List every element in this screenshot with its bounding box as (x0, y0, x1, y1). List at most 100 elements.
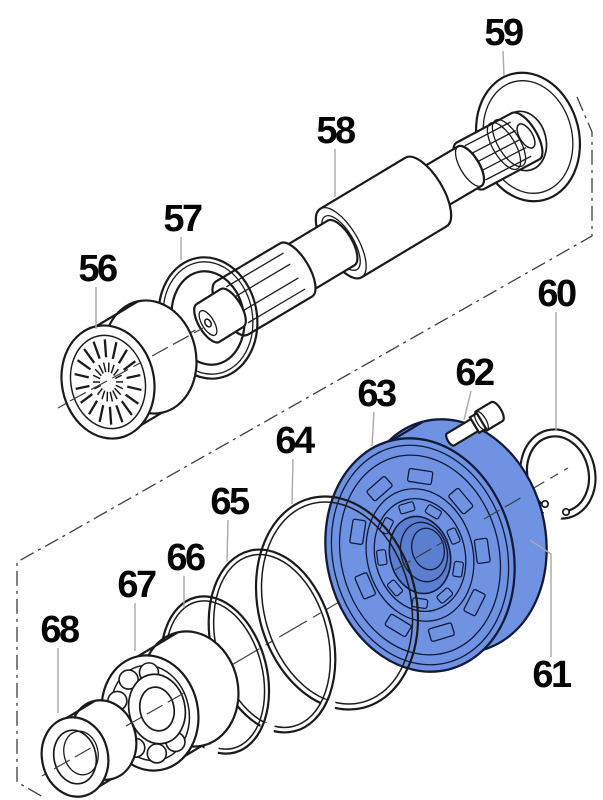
part-label-60[interactable]: 60 (537, 273, 578, 315)
needle-roller (120, 400, 133, 416)
leader-59 (502, 50, 505, 77)
part-68-spacer-bushing[interactable] (34, 694, 143, 800)
flange-rim-line2 (338, 454, 502, 656)
needle-rollers (74, 339, 142, 425)
flange-window (427, 622, 455, 642)
leader-63 (371, 411, 375, 447)
fold-line (16, 96, 593, 798)
flange-window (375, 549, 388, 566)
flange-window (424, 504, 442, 520)
needle-roller (108, 406, 113, 425)
needle-roller (92, 341, 101, 359)
needle-roller (83, 348, 96, 364)
needle-roller-inner (94, 384, 102, 390)
needle-roller (117, 349, 128, 364)
part-58-shaft-tip-boss[interactable] (193, 287, 247, 344)
part-label-63[interactable]: 63 (357, 373, 398, 415)
part-label-66[interactable]: 66 (166, 537, 207, 579)
needle-roller-inner (96, 388, 103, 396)
leader-65 (226, 519, 229, 562)
flange-window (366, 475, 393, 502)
shaft-neck-shoulder (454, 145, 486, 187)
snap-ring-eye-left (540, 499, 550, 509)
needle-roller-inner (113, 368, 120, 376)
needle-roller (80, 393, 94, 404)
needle-roller-inner (98, 364, 104, 374)
flange-cast-windows (349, 467, 491, 642)
bearing-side-top (137, 631, 179, 658)
part-label-61[interactable]: 61 (532, 654, 574, 696)
tip-boss-face (198, 309, 218, 337)
needle-roller-inner (101, 390, 106, 400)
flange-window (463, 589, 486, 617)
flange-bore-step2 (411, 527, 445, 571)
flange-hub-line2 (373, 497, 467, 613)
ring66-split-gap (203, 743, 219, 759)
leader-61 (529, 539, 552, 657)
needle-roller-inner (112, 390, 118, 400)
needle-roller (126, 385, 142, 392)
flange-bore-step1 (399, 521, 449, 583)
part-label-67[interactable]: 67 (117, 564, 158, 606)
flange-window (406, 467, 434, 486)
flange-hub-line1 (365, 488, 475, 622)
bearing-ball (118, 669, 139, 690)
needle-roller-inner (110, 364, 115, 374)
flange-window (452, 560, 464, 578)
needle-roller-inner (114, 387, 122, 396)
tip-boss-body (193, 287, 247, 344)
flange-window (384, 613, 412, 638)
flange-window (354, 572, 376, 600)
flange-window (436, 587, 454, 604)
needle-roller (98, 404, 105, 423)
part-label-64[interactable]: 64 (275, 420, 317, 462)
shaft-tip-face (516, 123, 536, 149)
needle-roller-inner (94, 368, 102, 377)
snap-ring-eye-right (561, 507, 571, 517)
bearing-ball (146, 743, 168, 764)
needle-roller-inner (92, 374, 101, 380)
ring64-inner (260, 501, 414, 705)
spacer-side-top (66, 699, 96, 719)
part-label-62[interactable]: 62 (455, 352, 496, 394)
shaft-groove-ring (486, 121, 522, 171)
needle-roller (115, 405, 124, 423)
leader-64 (291, 458, 294, 505)
part-label-65[interactable]: 65 (210, 481, 252, 523)
flange-window (446, 527, 461, 545)
ring64-outer (254, 495, 420, 711)
needle-roller (126, 374, 141, 380)
screw-shank (445, 417, 480, 447)
part-label-68[interactable]: 68 (40, 609, 81, 651)
needle-roller (103, 339, 108, 358)
part-58-pto-drive-shaft[interactable] (211, 111, 544, 337)
part-label-59[interactable]: 59 (484, 12, 525, 54)
needle-roller (88, 400, 99, 415)
part-label-57[interactable]: 57 (163, 198, 204, 240)
needle-roller (74, 372, 90, 379)
flange-window (411, 597, 429, 610)
shaft-spline-grooves (464, 121, 532, 181)
part-63-bearing-flange[interactable] (301, 399, 571, 692)
needle-bearing-side-top (95, 300, 139, 328)
shaft-groove-ring2 (491, 118, 527, 168)
part-56-needle-bearing[interactable] (51, 292, 207, 448)
part-label-58[interactable]: 58 (316, 110, 357, 152)
screw-head (474, 400, 505, 432)
flange-rim-line1 (330, 444, 510, 666)
needle-roller-inner (114, 374, 122, 380)
needle-roller (75, 384, 90, 390)
part-62-cap-screw[interactable] (442, 400, 506, 451)
needle-roller-inner (115, 384, 124, 390)
part-64-round-ring-large[interactable] (234, 479, 440, 727)
needle-bearing-bore (69, 334, 147, 430)
snap-ring-gap (542, 504, 564, 524)
needle-roller-inner (109, 391, 114, 402)
part-label-56[interactable]: 56 (78, 248, 119, 290)
flange-window (349, 518, 367, 546)
flange-side-top (390, 420, 424, 442)
needle-roller (124, 393, 140, 405)
flange-window (386, 579, 404, 597)
